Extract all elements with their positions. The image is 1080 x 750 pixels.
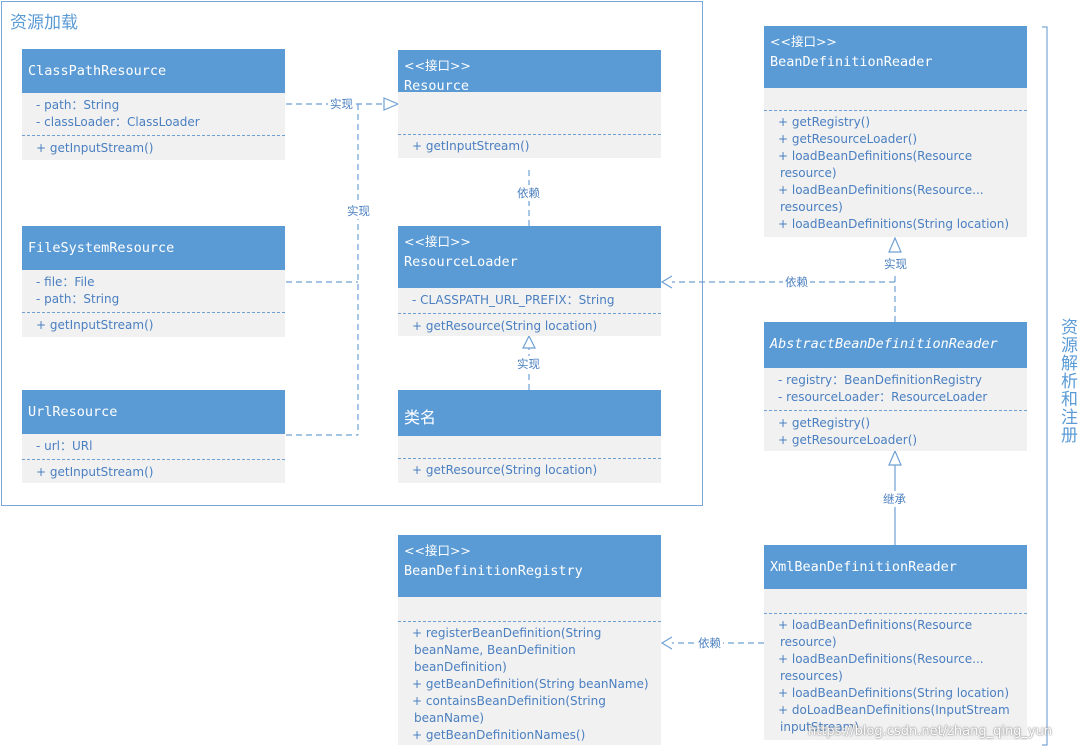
method-continued: resource) bbox=[780, 635, 837, 649]
field: - CLASSPATH_URL_PREFIX：String bbox=[412, 293, 615, 307]
method: + getResource(String location) bbox=[412, 463, 598, 477]
method: + loadBeanDefinitions(String location) bbox=[778, 217, 1010, 231]
class-name: ResourceLoader bbox=[404, 254, 518, 270]
watermark-url: https://blog.csdn.net/zhang_qing_yun bbox=[808, 724, 1053, 739]
class-filesystemresource: FileSystemResource - file：File - path：St… bbox=[22, 226, 285, 337]
method-continued: beanDefinition) bbox=[414, 660, 507, 674]
stereotype: <<接口>> bbox=[770, 34, 837, 49]
method: + getRegistry() bbox=[778, 416, 871, 430]
fields-divider bbox=[398, 597, 661, 622]
method-continued: beanName, BeanDefinition bbox=[414, 643, 576, 657]
fields-divider bbox=[398, 92, 661, 135]
class-name: BeanDefinitionReader bbox=[770, 54, 933, 70]
interface-beandefinitionreader: <<接口>> BeanDefinitionReader + getRegistr… bbox=[764, 26, 1027, 237]
class-name: AbstractBeanDefinitionReader bbox=[770, 336, 998, 352]
field: - url：URl bbox=[36, 439, 93, 453]
method: + getBeanDefinitionNames() bbox=[412, 728, 586, 742]
resource-body: + getInputStream() bbox=[398, 92, 661, 158]
interface-beandefinitionregistry: <<接口>> BeanDefinitionRegistry + register… bbox=[398, 535, 661, 745]
fields-divider bbox=[398, 436, 661, 459]
class-name: UrlResource bbox=[28, 404, 118, 420]
method-continued: beanName) bbox=[414, 711, 485, 725]
method: + getRegistry() bbox=[778, 115, 871, 129]
method: + getInputStream() bbox=[412, 139, 530, 153]
method: + loadBeanDefinitions(Resource bbox=[778, 618, 973, 632]
label-implements-abstract: 实现 bbox=[882, 256, 909, 272]
class-name: Resource bbox=[404, 78, 470, 94]
interface-resourceloader: <<接口>> ResourceLoader - CLASSPATH_URL_PR… bbox=[398, 226, 661, 336]
method: + getResource(String location) bbox=[412, 319, 598, 333]
method: + getBeanDefinition(String beanName) bbox=[412, 677, 649, 691]
stereotype: <<接口>> bbox=[404, 543, 471, 558]
method: + getInputStream() bbox=[36, 318, 154, 332]
fields-divider bbox=[764, 589, 1027, 614]
field: - registry：BeanDefinitionRegistry bbox=[778, 373, 982, 387]
field: - file：File bbox=[36, 275, 95, 289]
label-depends-reader-loader: 依赖 bbox=[783, 274, 810, 290]
method: + containsBeanDefinition(String bbox=[412, 694, 606, 708]
class-name: ClassPathResource bbox=[28, 63, 167, 79]
label-implements-bus: 实现 bbox=[345, 203, 372, 219]
stereotype: <<接口>> bbox=[404, 234, 471, 249]
method: + loadBeanDefinitions(Resource bbox=[778, 149, 973, 163]
class-abstractbeandefinitionreader: AbstractBeanDefinitionReader - registry：… bbox=[764, 322, 1027, 451]
class-name: BeanDefinitionRegistry bbox=[404, 563, 583, 579]
class-classname: 类名 + getResource(String location) bbox=[398, 390, 661, 483]
method: + getResourceLoader() bbox=[778, 433, 918, 447]
method: + registerBeanDefinition(String bbox=[412, 626, 602, 640]
label-inherits: 继承 bbox=[881, 491, 908, 507]
field: - path：String bbox=[36, 292, 120, 306]
class-name: XmlBeanDefinitionReader bbox=[770, 559, 957, 575]
method-continued: resource) bbox=[780, 166, 837, 180]
class-urlresource: UrlResource - url：URl + getInputStream() bbox=[22, 390, 285, 483]
stereotype: <<接口>> bbox=[404, 58, 471, 73]
method: + getResourceLoader() bbox=[778, 132, 918, 146]
label-implements-classpath: 实现 bbox=[328, 96, 355, 112]
resource-loading-title: 资源加载 bbox=[10, 13, 78, 33]
resource-loading-group bbox=[1, 1, 703, 506]
method-continued: inputStream) bbox=[780, 720, 859, 734]
field: - classLoader：ClassLoader bbox=[36, 115, 200, 129]
field: - resourceLoader：ResourceLoader bbox=[778, 390, 988, 404]
class-classpathresource: ClassPathResource - path：String - classL… bbox=[22, 49, 285, 160]
class-name: 类名 bbox=[404, 408, 437, 427]
method: + loadBeanDefinitions(Resource... bbox=[778, 652, 984, 666]
label-depends-xml-registry: 依赖 bbox=[696, 635, 723, 651]
method: + getInputStream() bbox=[36, 141, 154, 155]
method-continued: resources) bbox=[780, 200, 843, 214]
method: + loadBeanDefinitions(Resource... bbox=[778, 183, 984, 197]
class-xmlbeandefinitionreader: XmlBeanDefinitionReader + loadBeanDefini… bbox=[764, 545, 1027, 740]
label-implements-classname: 实现 bbox=[515, 356, 542, 372]
field: - path：String bbox=[36, 98, 120, 112]
label-depends-loader-resource: 依赖 bbox=[515, 185, 542, 201]
class-name: FileSystemResource bbox=[28, 240, 175, 256]
method: + loadBeanDefinitions(String location) bbox=[778, 686, 1010, 700]
method: + doLoadBeanDefinitions(InputStream bbox=[778, 703, 1010, 717]
resource-parsing-title: 资源解析和注册 bbox=[1057, 318, 1077, 444]
method: + getInputStream() bbox=[36, 465, 154, 479]
method-continued: resources) bbox=[780, 669, 843, 683]
fields-divider bbox=[764, 88, 1027, 111]
